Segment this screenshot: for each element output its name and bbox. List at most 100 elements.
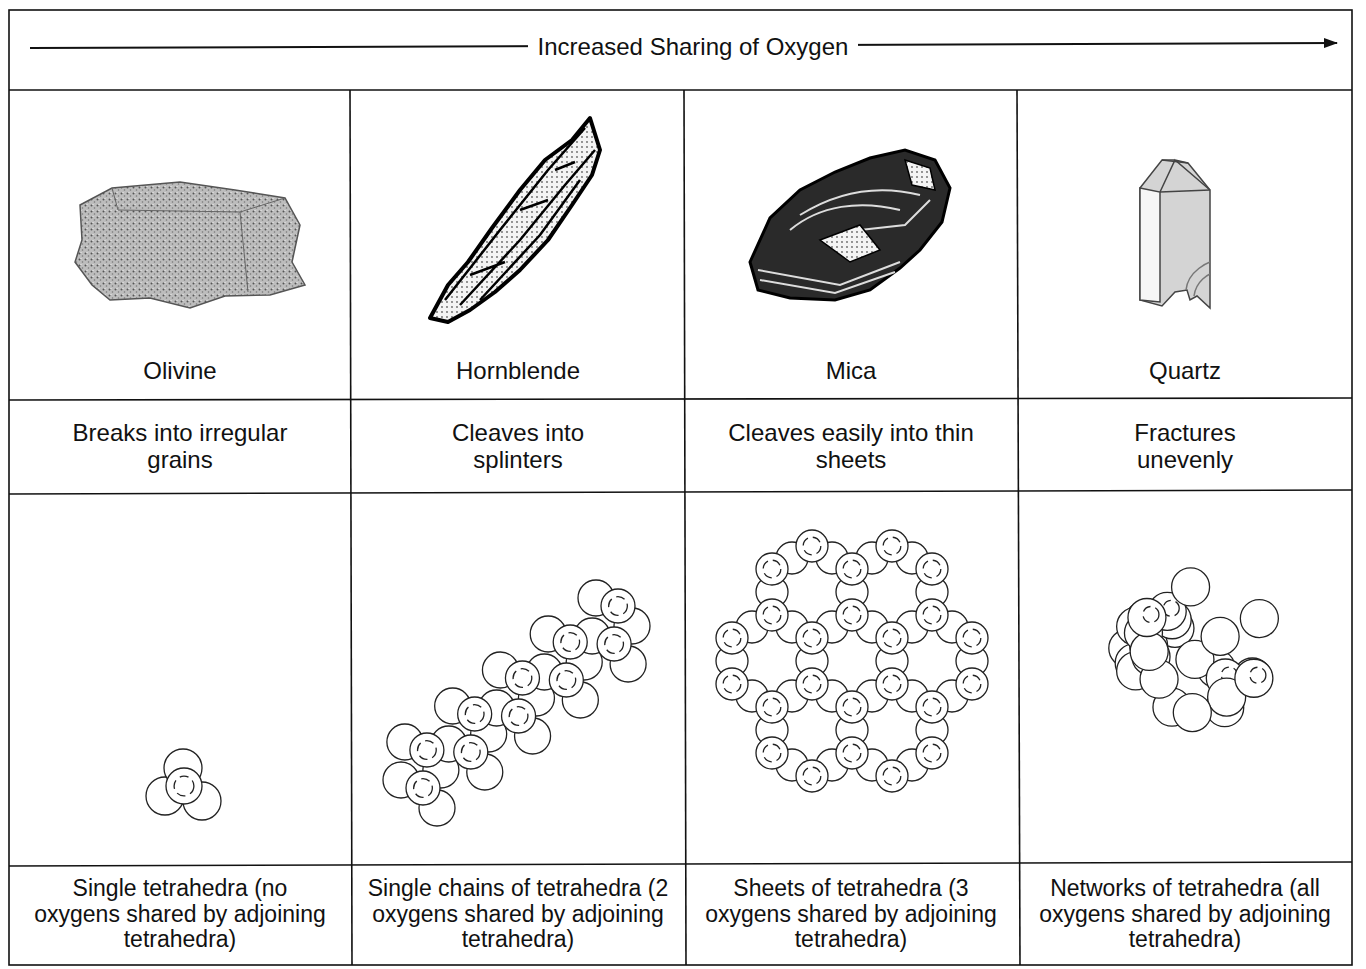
silicon-marker [923,744,941,762]
silicon-marker [763,698,781,716]
structure-note: Single tetrahedra (no oxygens shared by … [30,876,330,953]
silicon-marker [1143,606,1159,622]
silicon-marker [803,629,821,647]
silicon-marker [174,776,194,796]
oxygen-atom [166,768,202,804]
silicon-marker [923,606,941,624]
tetrahedra-structures [146,530,1278,826]
cleavage-note: Fractures unevenly [1085,420,1285,474]
silicon-marker [605,635,624,654]
mineral-name: Olivine [30,358,330,385]
oxygen-atom [458,697,492,731]
oxygen-atom [876,530,908,562]
cleavage-note: Cleaves easily into thin sheets [716,420,986,474]
structure-note: Single chains of tetrahedra (2 oxygens s… [356,876,681,953]
silicon-marker [963,675,981,693]
silicon-marker [763,744,781,762]
silicon-marker [461,743,480,762]
oxygen-atom [553,625,587,659]
oxygen-atom [916,553,948,585]
oxygen-atom [1240,600,1278,638]
oxygen-atom [549,663,583,697]
structure-note: Networks of tetrahedra (all oxygens shar… [1035,876,1335,953]
silicon-marker [883,629,901,647]
silicon-marker [414,779,433,798]
cleavage-note: Breaks into irregular grains [65,420,295,474]
mineral-name: Quartz [1035,358,1335,385]
oxygen-atom [756,599,788,631]
oxygen-atom [410,733,444,767]
silicon-marker [609,597,628,616]
oxygen-atom [1235,659,1273,697]
mineral-name: Hornblende [368,358,668,385]
structure-note: Sheets of tetrahedra (3 oxygens shared b… [701,876,1001,953]
oxygen-atom [1128,598,1166,636]
oxygen-atom [956,668,988,700]
quartz-crystal [1140,160,1210,308]
silicon-marker [883,537,901,555]
oxygen-atom [756,737,788,769]
silicon-marker [557,671,576,690]
silicon-marker [883,675,901,693]
oxygen-atom [756,691,788,723]
oxygen-atom [876,668,908,700]
oxygen-atom [956,622,988,654]
oxygen-atom [796,760,828,792]
hornblende-specimen [430,118,600,322]
silicon-marker [509,707,528,726]
silicon-marker [923,560,941,578]
mica-specimen [750,150,950,300]
oxygen-atom [836,737,868,769]
oxygen-atom [1130,632,1168,670]
table-grid [9,10,1352,965]
oxygen-atom [756,553,788,585]
silicon-marker [561,633,580,652]
oxygen-atom [796,530,828,562]
header-title: Increased Sharing of Oxygen [528,34,859,61]
oxygen-atom [876,622,908,654]
silicon-marker [465,705,484,724]
silicon-marker [803,537,821,555]
oxygen-atom [597,627,631,661]
oxygen-atom [502,699,536,733]
oxygen-atom [836,553,868,585]
oxygen-atom [505,661,539,695]
oxygen-atom [1173,694,1211,732]
silicon-marker [843,560,861,578]
oxygen-atom [716,622,748,654]
oxygen-atom [836,691,868,723]
silicon-marker [843,606,861,624]
oxygen-atom [836,599,868,631]
oxygen-atom [876,760,908,792]
silicon-marker [803,767,821,785]
oxygen-atom [716,668,748,700]
oxygen-atom [406,771,440,805]
silicon-marker [418,741,437,760]
oxygen-atom [1172,568,1210,606]
silicon-marker [883,767,901,785]
oxygen-atom [916,599,948,631]
silicon-marker [513,669,532,688]
oxygen-atom [796,668,828,700]
silicon-marker [1250,667,1266,683]
olivine-facet [112,188,285,292]
silicon-marker [843,698,861,716]
silicon-marker [923,698,941,716]
oxygen-atom [1201,617,1239,655]
oxygen-atom [796,622,828,654]
silicon-marker [763,560,781,578]
mineral-name: Mica [701,358,1001,385]
silicon-marker [723,629,741,647]
silicon-marker [763,606,781,624]
silicon-marker [963,629,981,647]
silicon-marker [843,744,861,762]
silicon-marker [723,675,741,693]
oxygen-atom [916,691,948,723]
oxygen-atom [601,589,635,623]
silicon-marker [803,675,821,693]
oxygen-atom [916,737,948,769]
olivine-specimen [75,182,305,308]
cleavage-note: Cleaves into splinters [408,420,628,474]
oxygen-atom [454,735,488,769]
